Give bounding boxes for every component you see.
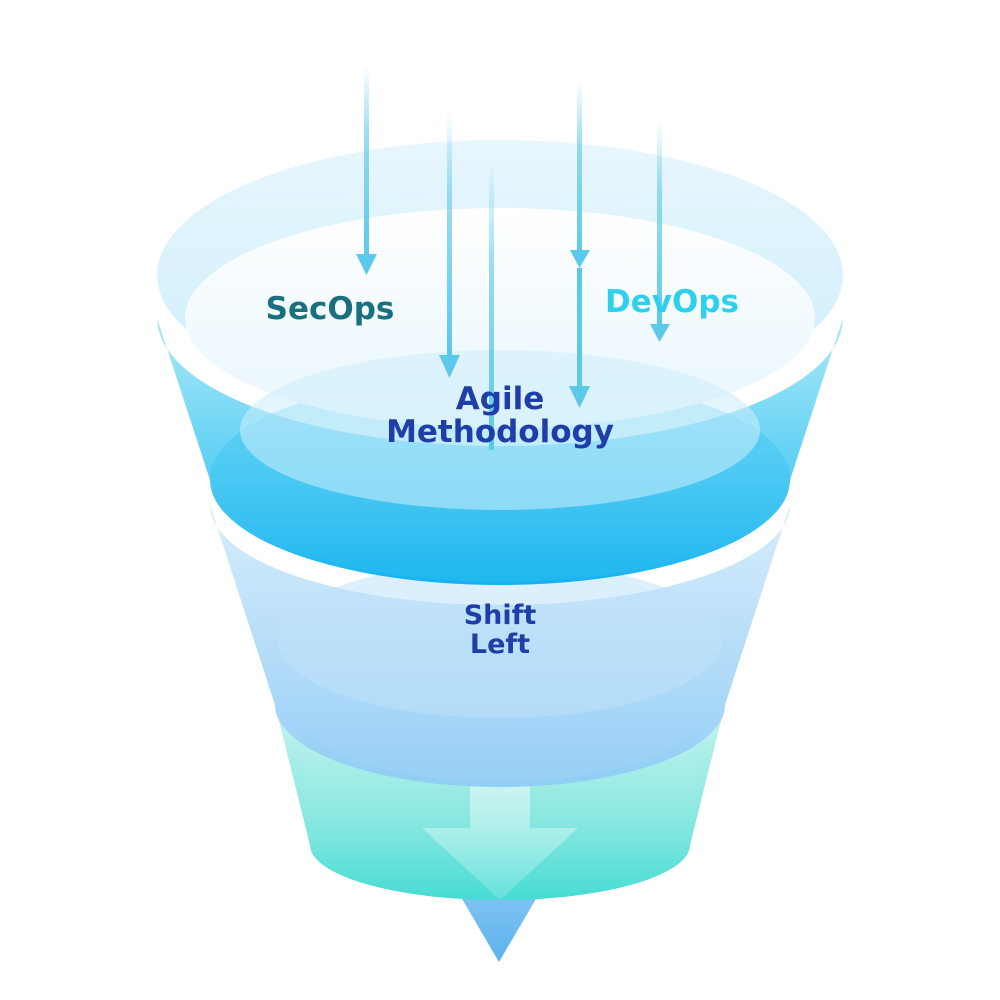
arrow-1 <box>356 65 377 275</box>
label-agile-line2: Methodology <box>386 414 614 450</box>
label-secops: SecOps <box>265 291 395 327</box>
label-agile-methodology: Agile Methodology <box>350 384 650 450</box>
label-shift-line2: Left <box>469 629 531 660</box>
funnel-inner-depth <box>240 350 760 510</box>
incoming-arrows <box>356 65 670 450</box>
down-arrow-ghost <box>422 752 578 900</box>
arrow-5-stem <box>657 120 662 328</box>
arrow-1-stem <box>364 65 369 257</box>
arrow-2 <box>439 110 460 378</box>
arrow-3-stem <box>489 160 494 450</box>
funnel-band-middle-inner-shadow <box>278 562 722 718</box>
arrow-4-lower-head <box>569 386 590 408</box>
label-shift-left: Shift Left <box>400 602 600 660</box>
arrow-3 <box>489 160 494 450</box>
label-devops: DevOps <box>605 284 739 320</box>
arrow-4-lower-stem <box>577 268 582 390</box>
arrow-2-stem <box>447 110 452 357</box>
label-shift-line1: Shift <box>463 600 537 631</box>
arrow-4-head <box>570 250 590 268</box>
arrow-5-head <box>650 324 670 342</box>
arrow-1-head <box>356 254 377 275</box>
arrow-4-stem <box>577 80 582 255</box>
label-agile-line1: Agile <box>455 381 545 417</box>
arrow-2-head <box>439 355 460 378</box>
arrow-4 <box>569 80 590 408</box>
funnel-tip-arrow <box>458 892 540 962</box>
arrow-5 <box>650 120 670 342</box>
